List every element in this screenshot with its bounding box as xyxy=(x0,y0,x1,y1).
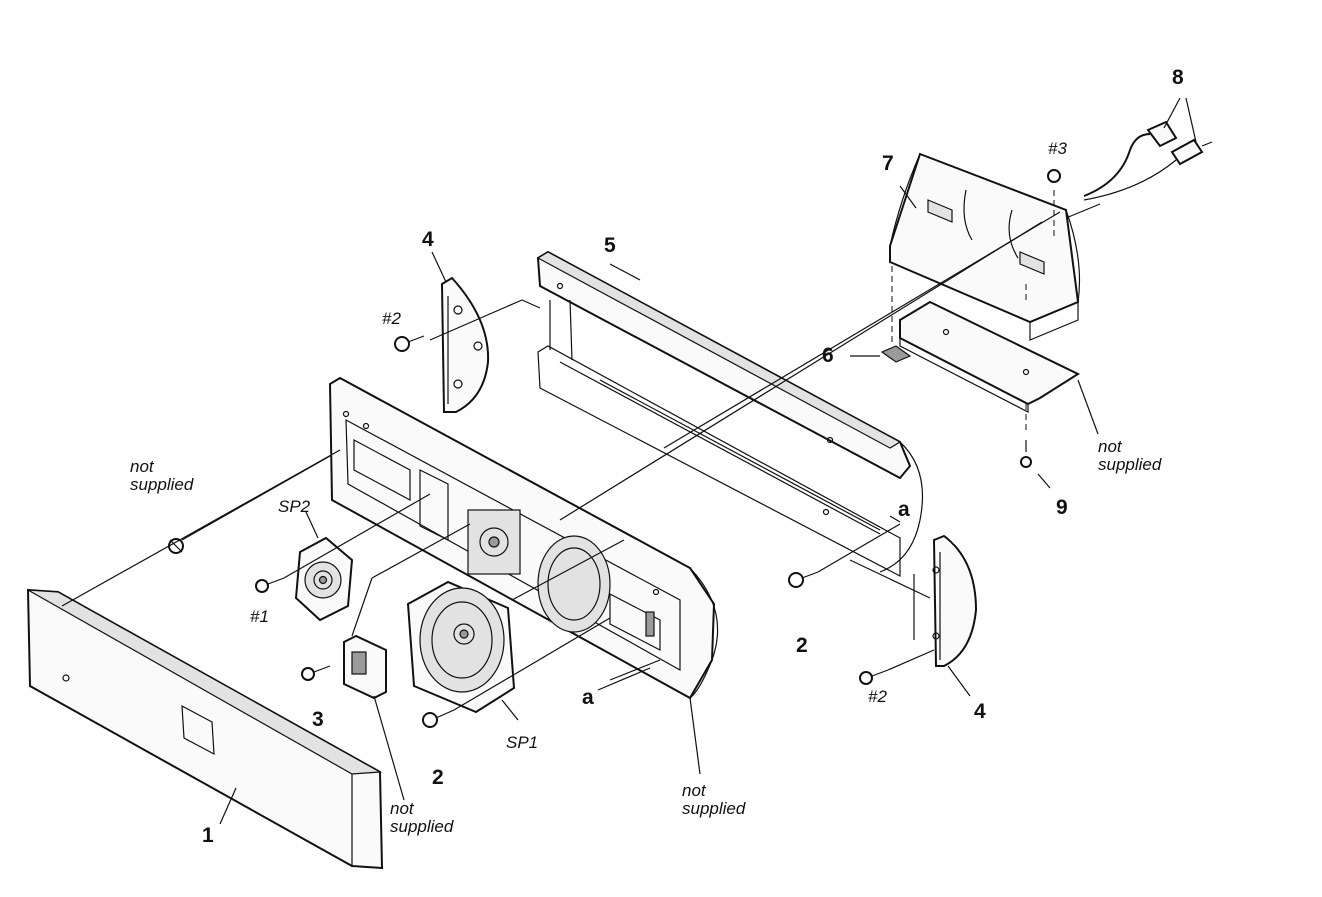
label-part-7: 7 xyxy=(882,152,894,175)
label-point-a-upper: a xyxy=(898,498,910,521)
label-part-2-right: 2 xyxy=(796,634,808,657)
small-plate-part xyxy=(880,345,912,363)
label-screw-3: #3 xyxy=(1048,139,1067,158)
assembly-lines xyxy=(61,97,1197,825)
label-part-4-right: 4 xyxy=(974,700,986,723)
callout-not-supplied-cabinet-line2: supplied xyxy=(682,799,746,818)
label-part-8: 8 xyxy=(1172,66,1184,89)
stand-top-part xyxy=(889,152,1081,341)
label-screw-2-left: #2 xyxy=(382,309,401,328)
left-side-panel-part xyxy=(440,276,490,413)
top-rail-part xyxy=(536,250,924,577)
label-part-2-left: 2 xyxy=(432,766,444,789)
right-side-panel-part xyxy=(932,534,978,667)
screws xyxy=(168,169,1061,728)
label-part-4-left: 4 xyxy=(422,228,434,251)
label-screw-1: #1 xyxy=(250,607,269,626)
label-part-3: 3 xyxy=(312,708,324,731)
terminal-board-part xyxy=(343,634,387,700)
stand-base-part xyxy=(899,300,1081,413)
power-cord-part xyxy=(1083,120,1213,201)
tweeter-sp2-part xyxy=(294,536,354,622)
label-part-1: 1 xyxy=(202,824,214,847)
callout-not-supplied-screw-line2: supplied xyxy=(130,475,194,494)
callout-not-supplied-base-line1: not xyxy=(1098,437,1123,456)
label-part-6: 6 xyxy=(822,344,834,367)
label-part-9: 9 xyxy=(1056,496,1068,519)
callout-not-supplied-board-line2: supplied xyxy=(390,817,454,836)
label-sp2: SP2 xyxy=(278,497,311,516)
callout-not-supplied-base-line2: supplied xyxy=(1098,455,1162,474)
label-point-a-lower: a xyxy=(582,686,594,709)
main-cabinet-part xyxy=(328,376,719,700)
label-part-5: 5 xyxy=(604,234,616,257)
woofer-sp1-part xyxy=(406,580,516,714)
callout-not-supplied-board-line1: not xyxy=(390,799,415,818)
callout-not-supplied-screw-line1: not xyxy=(130,457,155,476)
callout-not-supplied-cabinet-line1: not xyxy=(682,781,707,800)
label-screw-2-right: #2 xyxy=(868,687,887,706)
front-grille-part xyxy=(26,588,384,870)
label-sp1: SP1 xyxy=(506,733,538,752)
